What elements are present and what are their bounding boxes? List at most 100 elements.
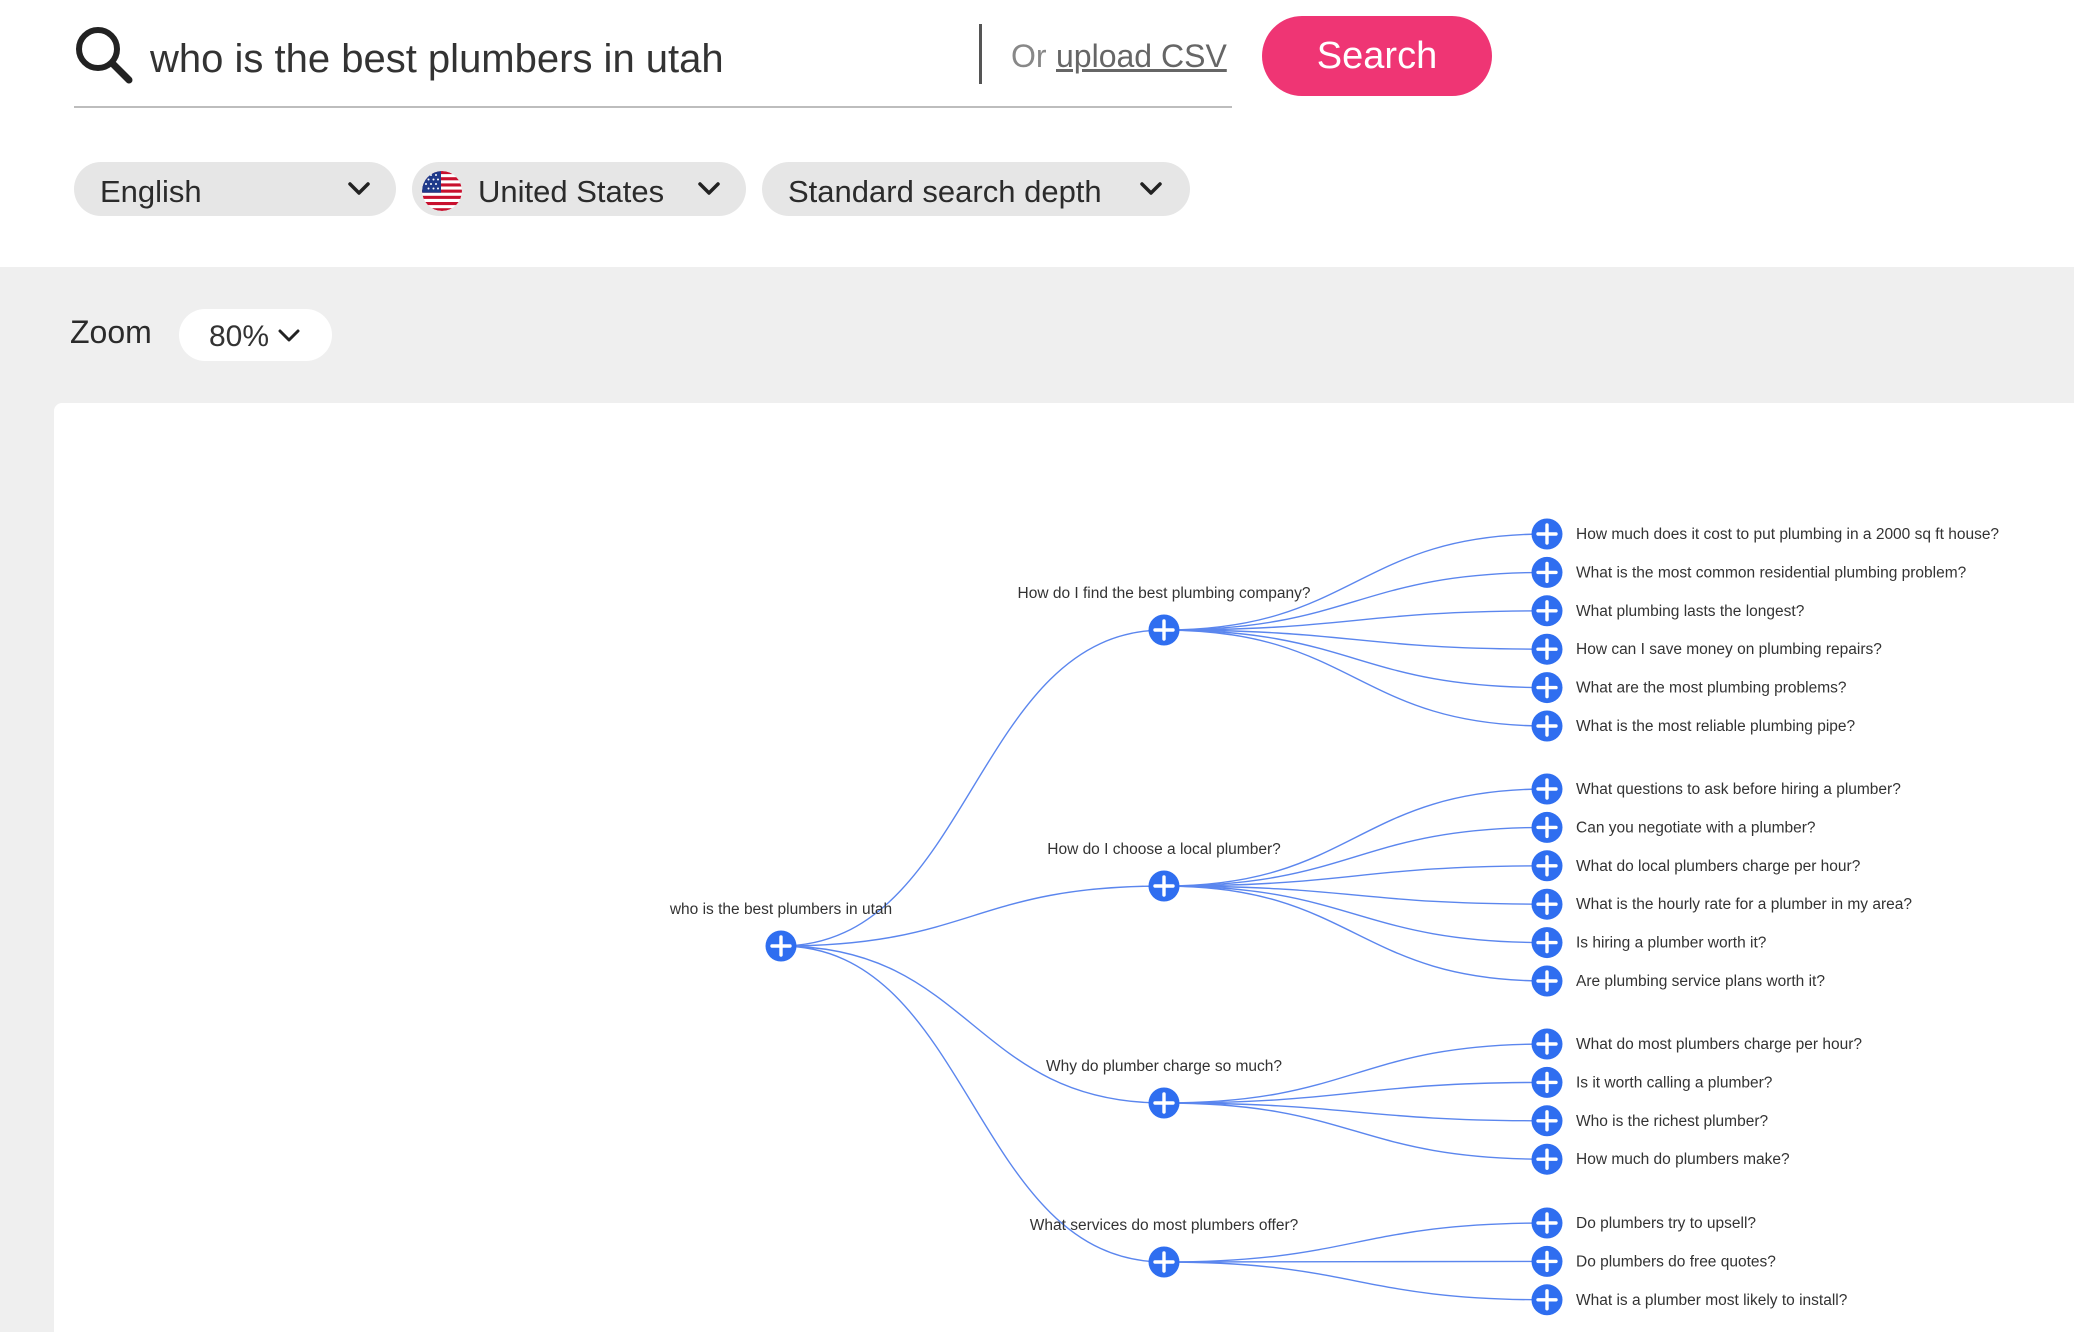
- branch-expand-button[interactable]: [1148, 1246, 1180, 1278]
- branch-expand-button[interactable]: [1148, 1087, 1180, 1119]
- leaf-expand-button[interactable]: [1531, 850, 1563, 882]
- leaf-expand-button[interactable]: [1531, 595, 1563, 627]
- leaf-question: Do plumbers do free quotes?: [1576, 1253, 1776, 1270]
- plus-icon: [1536, 778, 1558, 800]
- leaf-question: How much does it cost to put plumbing in…: [1576, 526, 1999, 543]
- leaf-question: What is the hourly rate for a plumber in…: [1576, 896, 1912, 913]
- branch-expand-button[interactable]: [1148, 614, 1180, 646]
- chevron-down-icon: [278, 329, 300, 342]
- country-select[interactable]: United States: [412, 162, 746, 216]
- tree-link: [1163, 1222, 1548, 1263]
- tree-link: [780, 885, 1165, 947]
- plus-icon: [1153, 1251, 1175, 1273]
- tree-link: [1163, 571, 1548, 631]
- tree-link: [1163, 1260, 1548, 1263]
- tree-labels: who is the best plumbers in utah How do I…: [669, 526, 2000, 1309]
- tree-links: [780, 533, 1548, 1301]
- plus-icon: [1536, 1250, 1558, 1273]
- leaf-expand-button[interactable]: [1531, 1143, 1563, 1175]
- chevron-down-icon: [348, 182, 370, 195]
- search-bar: Or upload CSV: [74, 18, 1232, 108]
- search-panel: Or upload CSV Search English: [0, 0, 2074, 267]
- leaf-expand-button[interactable]: [1531, 1066, 1563, 1098]
- leaf-expand-button[interactable]: [1531, 773, 1563, 805]
- language-select[interactable]: English: [74, 162, 396, 216]
- leaf-expand-button[interactable]: [1531, 633, 1563, 665]
- plus-icon: [1153, 1092, 1175, 1114]
- tree-link: [1163, 1261, 1548, 1301]
- leaf-expand-button[interactable]: [1531, 710, 1563, 742]
- leaf-expand-button[interactable]: [1531, 1105, 1563, 1137]
- plus-icon: [1536, 931, 1558, 954]
- leaf-expand-button[interactable]: [1531, 1245, 1563, 1277]
- root-label: who is the best plumbers in utah: [669, 901, 892, 918]
- tree-link: [1163, 788, 1548, 887]
- search-input[interactable]: [148, 30, 1032, 88]
- leaf-question: Are plumbing service plans worth it?: [1576, 973, 1825, 990]
- leaf-expand-button[interactable]: [1531, 518, 1563, 550]
- leaf-question: Can you negotiate with a plumber?: [1576, 819, 1816, 836]
- question-tree-canvas: who is the best plumbers in utah How do I…: [54, 403, 2074, 1332]
- leaf-expand-button[interactable]: [1531, 556, 1563, 588]
- leaf-question: Is it worth calling a plumber?: [1576, 1074, 1773, 1091]
- tree-link: [1163, 1043, 1548, 1104]
- leaf-question: How can I save money on plumbing repairs…: [1576, 641, 1882, 658]
- tree-link: [1163, 885, 1548, 905]
- branch-question: How do I find the best plumbing company?: [1018, 585, 1311, 602]
- search-button[interactable]: Search: [1262, 16, 1492, 96]
- tree-link: [1163, 1102, 1548, 1122]
- root-expand-button[interactable]: [765, 930, 797, 962]
- branch-expand-button[interactable]: [1148, 870, 1180, 902]
- leaf-expand-button[interactable]: [1531, 965, 1563, 997]
- search-divider: [979, 24, 982, 84]
- search-depth-select[interactable]: Standard search depth: [762, 162, 1190, 216]
- leaf-expand-button[interactable]: [1531, 1207, 1563, 1239]
- plus-icon: [1536, 855, 1558, 877]
- plus-icon: [1536, 715, 1558, 737]
- branch-question: What services do most plumbers offer?: [1030, 1217, 1299, 1234]
- leaf-question: Do plumbers try to upsell?: [1576, 1215, 1756, 1232]
- tree-link: [1163, 826, 1548, 887]
- zoom-select[interactable]: 80%: [179, 309, 332, 361]
- plus-icon: [1536, 893, 1558, 915]
- leaf-question: What is the most reliable plumbing pipe?: [1576, 718, 1856, 735]
- plus-icon: [1536, 1289, 1558, 1311]
- tree-link: [780, 629, 1165, 947]
- leaf-expand-button[interactable]: [1531, 672, 1563, 704]
- plus-icon: [1536, 1148, 1558, 1170]
- tree-nodes: [765, 518, 1563, 1316]
- tree-link: [780, 945, 1165, 1263]
- leaf-expand-button[interactable]: [1531, 927, 1563, 959]
- plus-icon: [1153, 875, 1175, 897]
- chevron-down-icon: [698, 182, 720, 195]
- plus-icon: [1536, 676, 1558, 699]
- search-icon: [76, 27, 133, 84]
- leaf-expand-button[interactable]: [1531, 1028, 1563, 1060]
- plus-icon: [1536, 523, 1558, 545]
- plus-icon: [1536, 638, 1558, 660]
- leaf-question: What is a plumber most likely to install…: [1576, 1292, 1848, 1309]
- chevron-down-icon: [1140, 182, 1162, 195]
- leaf-question: What do local plumbers charge per hour?: [1576, 858, 1861, 875]
- leaf-expand-button[interactable]: [1531, 1284, 1563, 1316]
- plus-icon: [1153, 619, 1175, 641]
- tree-link: [1163, 865, 1548, 887]
- leaf-question: Is hiring a plumber worth it?: [1576, 935, 1767, 952]
- leaf-question: What plumbing lasts the longest?: [1576, 603, 1805, 620]
- leaf-question: What is the most common residential plum…: [1576, 564, 1967, 581]
- leaf-expand-button[interactable]: [1531, 811, 1563, 843]
- country-label: United States: [478, 174, 665, 209]
- plus-icon: [1536, 1033, 1558, 1055]
- plus-icon: [1536, 1212, 1558, 1234]
- plus-icon: [1536, 970, 1558, 992]
- zoom-label: Zoom: [70, 314, 152, 350]
- tree-link: [1163, 1081, 1548, 1104]
- language-label: English: [100, 174, 202, 209]
- tree-link: [1163, 1102, 1548, 1160]
- upload-csv-link[interactable]: upload CSV: [1056, 38, 1227, 74]
- tree-link: [1163, 629, 1548, 650]
- leaf-expand-button[interactable]: [1531, 888, 1563, 920]
- tree-link: [1163, 885, 1548, 982]
- leaf-question: What are the most plumbing problems?: [1576, 680, 1847, 697]
- leaf-question: What do most plumbers charge per hour?: [1576, 1036, 1862, 1053]
